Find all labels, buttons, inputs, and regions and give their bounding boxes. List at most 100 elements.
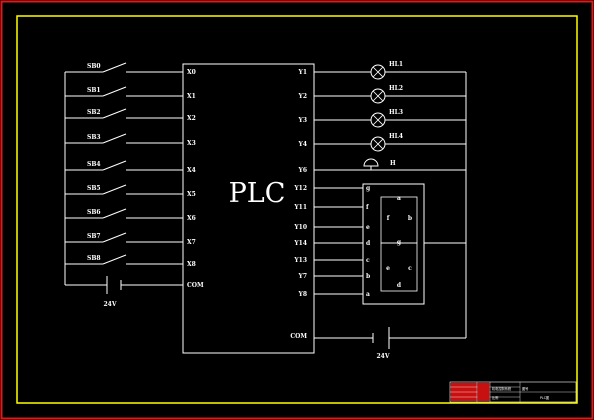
segment-mark: f [387, 215, 390, 222]
plc-output-label: Y13 [293, 257, 307, 264]
switch-contact [102, 160, 127, 171]
segment-pin-label: c [366, 257, 370, 264]
plc-output-label: Y6 [298, 167, 307, 174]
segment-rung: g [314, 185, 371, 192]
segment-mark: g [397, 239, 402, 246]
lamp-label: HL1 [389, 61, 403, 68]
plc-output-label: Y8 [298, 291, 307, 298]
plc-input-label: X1 [187, 93, 196, 100]
segment-rung: c [314, 257, 370, 264]
segment-mark: c [408, 265, 412, 272]
segment-pin-label: a [366, 291, 370, 298]
switch-label: SB1 [87, 87, 101, 94]
segment-rung: f [314, 204, 369, 211]
switch-label: SB6 [87, 209, 101, 216]
plc-title: PLC [229, 178, 286, 209]
title-block: 机电控制系统 图号 比例 PLC图 [449, 381, 577, 403]
plc-input-label: X2 [187, 115, 196, 122]
switch-contact [102, 86, 127, 97]
switch-contact [102, 254, 127, 265]
segment-mark: b [408, 215, 412, 222]
segment-rung: d [314, 240, 371, 247]
plc-output-label: Y11 [293, 204, 307, 211]
output-rungs: Y1Y2Y3Y4Y6Y12Y11Y10Y14Y13Y7Y8HL1HL2HL3HL… [290, 61, 466, 340]
inner-frame [16, 15, 578, 404]
lamp-cross [372, 90, 384, 102]
plc-output-label: Y10 [293, 224, 307, 231]
switch-label: SB5 [87, 185, 101, 192]
lamp-rung: HL2 [314, 85, 466, 104]
lamp-label: HL4 [389, 133, 403, 140]
plc-output-label: Y4 [298, 141, 307, 148]
title-block-r4: PLC图 [540, 396, 549, 400]
seven-segment-display: a f b g e c d [362, 183, 466, 305]
title-block-r3: 比例 [492, 395, 498, 400]
input-rungs: SB0X0SB1X1SB2X2SB3X3SB4X4SB5X5SB6X6SB7X7… [65, 62, 204, 289]
segment-pin-label: e [366, 224, 370, 231]
switch-label: SB8 [87, 255, 101, 262]
title-block-r1: 机电控制系统 [492, 386, 512, 391]
lamp-cross [372, 114, 384, 126]
switch-contact [102, 184, 127, 195]
switch-label: SB7 [87, 233, 101, 240]
power-right-label: 24V [376, 353, 389, 360]
plc-block [182, 63, 315, 354]
plc-input-label: X3 [187, 140, 196, 147]
lamp-rung: HL4 [314, 133, 466, 152]
switch-contact [102, 108, 127, 119]
lamp-cross [372, 138, 384, 150]
plc-input-label: COM [187, 282, 204, 289]
plc-input-label: X8 [187, 261, 196, 268]
lamp-label: HL2 [389, 85, 403, 92]
buzzer-label: H [390, 160, 396, 167]
segment-pin-label: g [366, 185, 371, 192]
plc-output-label: Y2 [298, 93, 307, 100]
left-bus [64, 72, 183, 294]
segment-pin-label: b [366, 273, 370, 280]
plc-input-label: X7 [187, 239, 196, 246]
switch-contact [102, 133, 127, 144]
plc-input-label: X5 [187, 191, 196, 198]
power-left-label: 24V [103, 301, 116, 308]
buzzer-icon [363, 158, 379, 167]
plc-output-label: Y14 [293, 240, 307, 247]
switch-label: SB2 [87, 109, 101, 116]
plc-output-label: Y1 [298, 69, 307, 76]
switch-label: SB0 [87, 63, 101, 70]
right-bus [314, 72, 467, 349]
plc-input-label: X0 [187, 69, 196, 76]
segment-mark: e [386, 265, 390, 272]
switch-label: SB4 [87, 161, 101, 168]
segment-mark: d [397, 282, 402, 289]
segment-pin-label: f [366, 204, 369, 211]
plc-output-label: Y3 [298, 117, 307, 124]
switch-label: SB3 [87, 134, 101, 141]
segment-mark: a [397, 195, 401, 202]
segment-rung: a [314, 291, 370, 298]
switch-contact [102, 232, 127, 243]
segment-pin-label: d [366, 240, 371, 247]
plc-com-output-label: COM [290, 333, 307, 340]
switch-contact [102, 62, 127, 73]
plc-input-label: X4 [187, 167, 196, 174]
lamp-rung: HL3 [314, 109, 466, 128]
switch-contact [102, 208, 127, 219]
title-block-r2: 图号 [522, 386, 528, 391]
plc-input-label: X6 [187, 215, 196, 222]
lamp-label: HL3 [389, 109, 403, 116]
segment-rung: e [314, 224, 370, 231]
lamp-rung: HL1 [314, 61, 466, 80]
segment-rung: b [314, 273, 370, 280]
